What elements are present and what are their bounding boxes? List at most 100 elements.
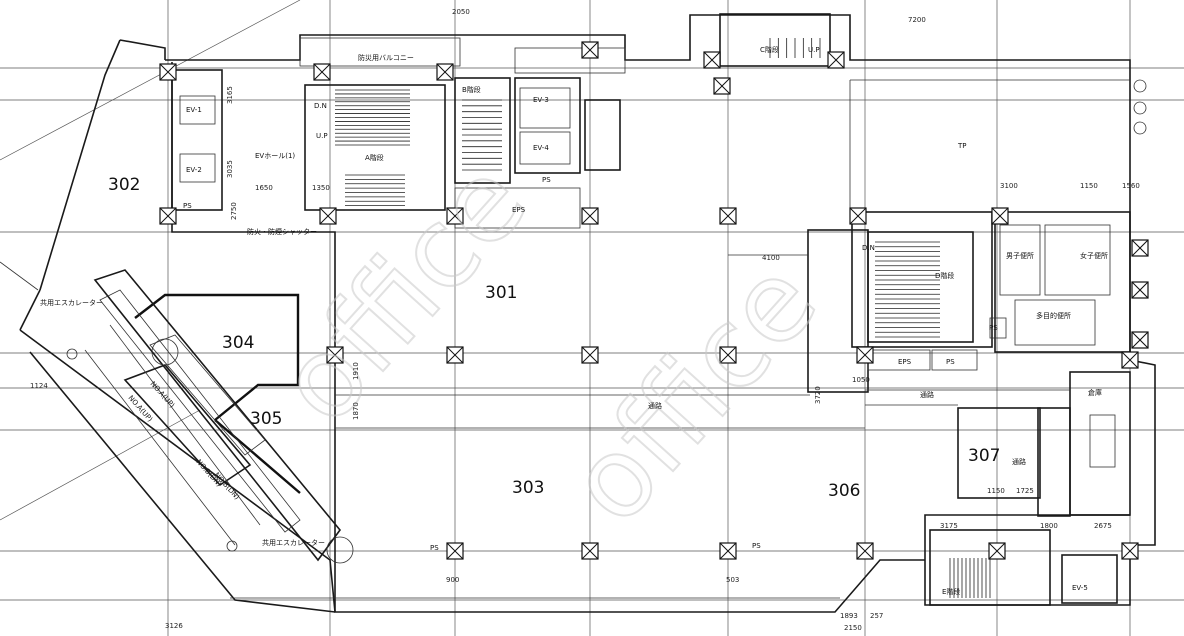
column-hatch-b — [581, 207, 599, 225]
dim-2750: 2750 — [230, 202, 238, 220]
corridors — [335, 254, 1070, 429]
column-4 — [581, 41, 599, 59]
label-ps-bottom-right: PS — [752, 542, 761, 550]
dim-2050: 2050 — [452, 8, 470, 16]
dim-7200: 7200 — [908, 16, 926, 24]
column-17 — [719, 346, 737, 364]
label-ev5: EV-5 — [1072, 584, 1088, 592]
label-dn-d: D.N — [862, 244, 875, 252]
label-eps-top: EPS — [512, 206, 526, 214]
dim-1124: 1124 — [30, 382, 48, 390]
room-304-305-outline — [134, 293, 301, 494]
label-esc-common-2: 共用エスカレーター — [262, 538, 325, 547]
room-label-303: 303 — [512, 478, 544, 498]
column-hatch-b — [1131, 281, 1149, 299]
label-wc-multi: 多目的便所 — [1036, 311, 1071, 320]
column-hatch-b — [1121, 542, 1139, 560]
room-label-307: 307 — [968, 446, 1000, 466]
column-hatch-b — [703, 51, 721, 69]
column-hatch-b — [856, 542, 874, 560]
column-8 — [159, 207, 177, 225]
column-hatch-b — [719, 346, 737, 364]
column-6 — [827, 51, 845, 69]
column-hatch-b — [581, 41, 599, 59]
label-esc-common-1: 共用エスカレーター — [40, 298, 103, 307]
dim-1893: 1893 — [840, 612, 858, 620]
label-stair-e: E階段 — [942, 587, 960, 596]
label-ev3: EV-3 — [533, 96, 549, 104]
label-stair-a: A階段 — [365, 153, 384, 162]
column-hatch-b — [827, 51, 845, 69]
label-ps-col: PS — [989, 324, 998, 332]
dim-1910: 1910 — [352, 362, 360, 380]
dim-900: 900 — [446, 576, 459, 584]
column-14 — [326, 346, 344, 364]
column-29 — [1131, 331, 1149, 349]
dim-1725: 1725 — [1016, 487, 1034, 495]
dim-1650: 1650 — [255, 184, 273, 192]
room-label-304: 304 — [222, 333, 254, 353]
column-hatch-b — [991, 207, 1009, 225]
label-corridor-1: 通路 — [648, 401, 662, 410]
column-21 — [581, 542, 599, 560]
room-label-306: 306 — [828, 481, 860, 501]
column-5 — [703, 51, 721, 69]
dim-1870: 1870 — [352, 402, 360, 420]
column-26 — [991, 207, 1009, 225]
room-label-305: 305 — [250, 409, 282, 429]
top-core — [171, 13, 1130, 229]
label-ev2: EV-2 — [186, 166, 202, 174]
column-2 — [313, 63, 331, 81]
label-ev1: EV-1 — [186, 106, 202, 114]
column-hatch-b — [1131, 331, 1149, 349]
round-columns — [66, 79, 1147, 564]
dim-1150b: 1150 — [987, 487, 1005, 495]
label-ev4: EV-4 — [533, 144, 549, 152]
column-hatch-b — [313, 63, 331, 81]
stair-b-treads — [462, 99, 502, 171]
column-hatch-b — [436, 63, 454, 81]
label-eps-right: EPS — [898, 358, 912, 366]
dim-1150: 1150 — [1080, 182, 1098, 190]
dim-3100: 3100 — [1000, 182, 1018, 190]
dim-503: 503 — [726, 576, 739, 584]
dim-3035: 3035 — [226, 160, 234, 178]
label-ps-left: PS — [183, 202, 192, 210]
column-hatch-b — [159, 63, 177, 81]
column-9 — [319, 207, 337, 225]
label-corridor-2: 通路 — [920, 390, 934, 399]
column-hatch-b — [159, 207, 177, 225]
southeast-area — [929, 371, 1131, 606]
outer-walls — [0, 14, 1156, 613]
column-20 — [446, 542, 464, 560]
label-ev-hall: EVホール(1) — [255, 152, 295, 160]
column-hatch-b — [713, 77, 731, 95]
column-hatch-b — [319, 207, 337, 225]
room-label-302: 302 — [108, 175, 140, 195]
column-10 — [446, 207, 464, 225]
stair-a-treads — [335, 89, 410, 211]
column-hatch-b — [446, 207, 464, 225]
column-hatch-b — [446, 346, 464, 364]
watermark-2: office — [544, 237, 841, 547]
stair-c-treads — [769, 38, 821, 58]
column-hatch-b — [1131, 239, 1149, 257]
column-25 — [1121, 542, 1139, 560]
label-stair-d: D階段 — [935, 271, 954, 280]
label-ps-top: PS — [542, 176, 551, 184]
dim-3126: 3126 — [165, 622, 183, 630]
column-hatch-b — [581, 542, 599, 560]
column-hatch-b — [581, 346, 599, 364]
column-13 — [849, 207, 867, 225]
label-wc-f: 女子便所 — [1080, 251, 1108, 260]
column-hatch-b — [849, 207, 867, 225]
stair-d-treads — [875, 241, 940, 338]
dim-1800: 1800 — [1040, 522, 1058, 530]
column-18 — [856, 346, 874, 364]
label-esc-a: NO.A(UP) — [149, 380, 177, 410]
dim-257: 257 — [870, 612, 883, 620]
room-label-301: 301 — [485, 283, 517, 303]
dimension-annotations: 2050 7200 3165 3035 1650 1350 2750 4100 … — [30, 8, 1140, 632]
dim-3175: 3175 — [940, 522, 958, 530]
